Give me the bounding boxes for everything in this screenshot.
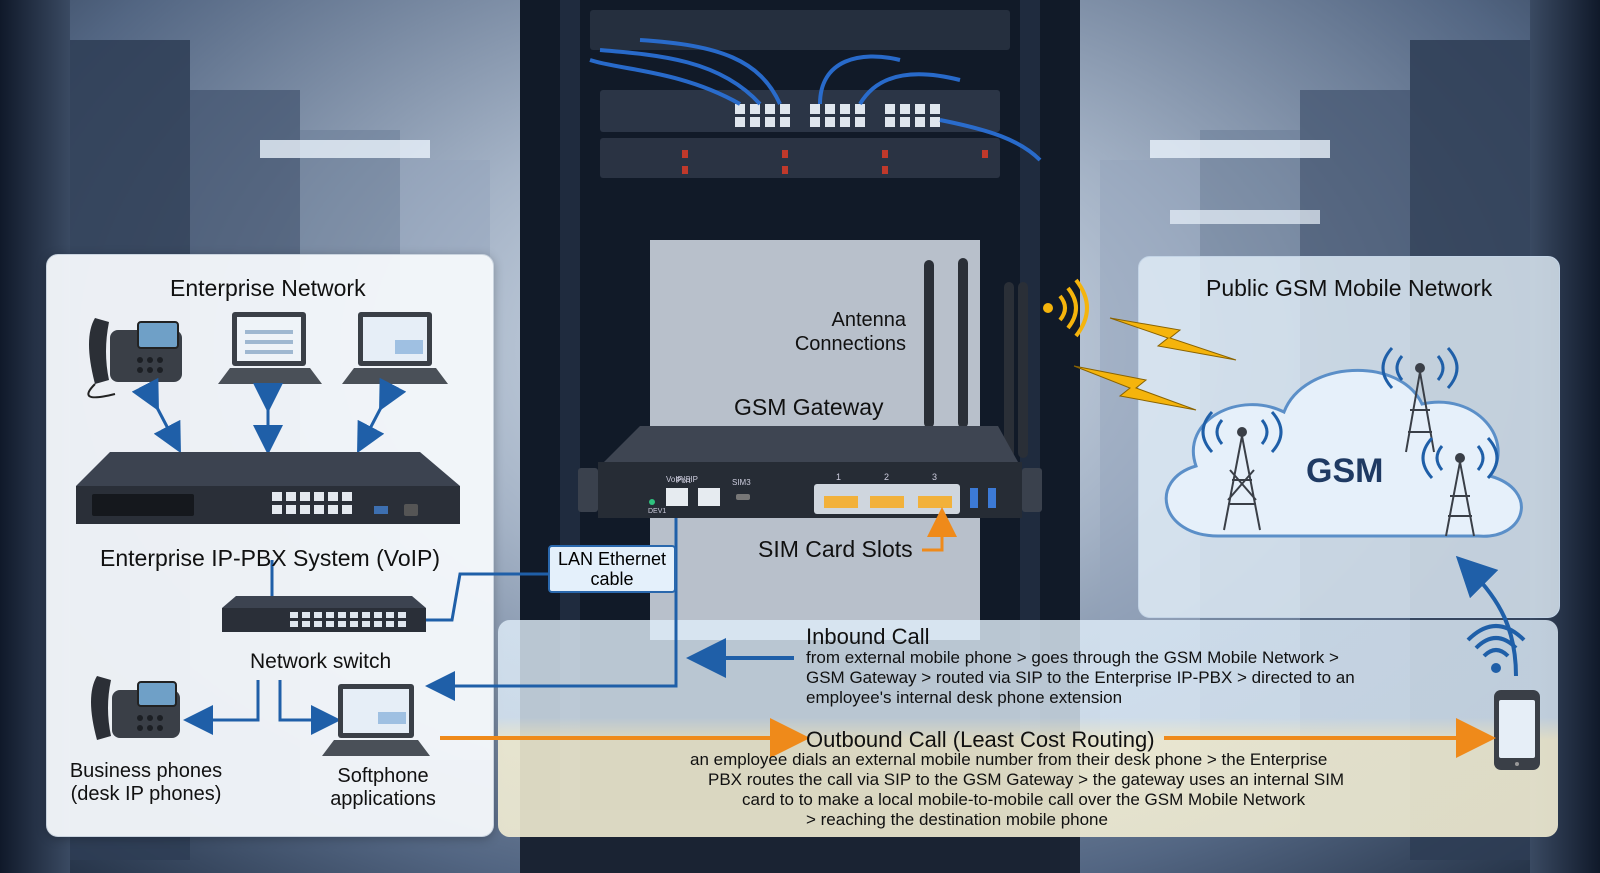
cell-tower-icon	[1381, 346, 1459, 453]
dev-label: DEV1	[648, 508, 667, 515]
cell-tower-icon	[1201, 410, 1283, 531]
business-phones-label: Business phones (desk IP phones)	[69, 760, 223, 805]
pbx-label: Enterprise IP-PBX System (VoIP)	[100, 545, 441, 571]
gsm-network-title: Public GSM Mobile Network	[1206, 275, 1493, 301]
laptop-icon	[342, 312, 448, 384]
desk-phone-icon	[87, 318, 182, 399]
softphone-label: Softphone applications	[330, 765, 436, 810]
port-label: Port	[676, 476, 691, 485]
svg-text:VoIP/SIP: VoIP/SIP	[666, 475, 698, 484]
slot-number: 2	[884, 472, 890, 482]
gsm-cloud-label: GSM	[1306, 452, 1384, 490]
antenna-label: Antenna Connections	[794, 309, 906, 355]
softphone-laptop-icon	[322, 684, 430, 756]
gsm-cloud-icon	[1164, 368, 1523, 538]
outbound-call-title: Outbound Call (Least Cost Routing)	[806, 727, 1155, 752]
gsm-gateway-device	[578, 258, 1042, 518]
cell-tower-icon	[1421, 436, 1499, 537]
slot-number: 1	[836, 472, 842, 482]
lightning-icon	[1073, 317, 1237, 411]
laptop-icon	[218, 312, 322, 384]
sim-port-label: SIM3	[732, 478, 751, 487]
network-switch-device	[222, 596, 426, 632]
mobile-phone-icon	[1494, 690, 1540, 770]
slot-number: 3	[932, 472, 938, 482]
inbound-call-description: from external mobile phone > goes throug…	[806, 648, 1355, 707]
lan-cable-callout: LAN Ethernet cable	[548, 545, 676, 593]
switch-label: Network switch	[250, 650, 392, 673]
inbound-call-title: Inbound Call	[806, 624, 930, 649]
outbound-call-description: an employee dials an external mobile num…	[690, 750, 1345, 829]
desk-phone-icon	[91, 676, 180, 740]
wifi-signal-icon	[1466, 624, 1526, 673]
gsm-gateway-title: GSM Gateway	[734, 394, 884, 420]
lan-ethernet-cable	[426, 516, 678, 688]
enterprise-network-title: Enterprise Network	[170, 275, 366, 301]
ip-pbx-device	[76, 452, 460, 524]
sim-slots-label: SIM Card Slots	[758, 536, 913, 562]
signal-waves-icon	[1043, 278, 1089, 338]
